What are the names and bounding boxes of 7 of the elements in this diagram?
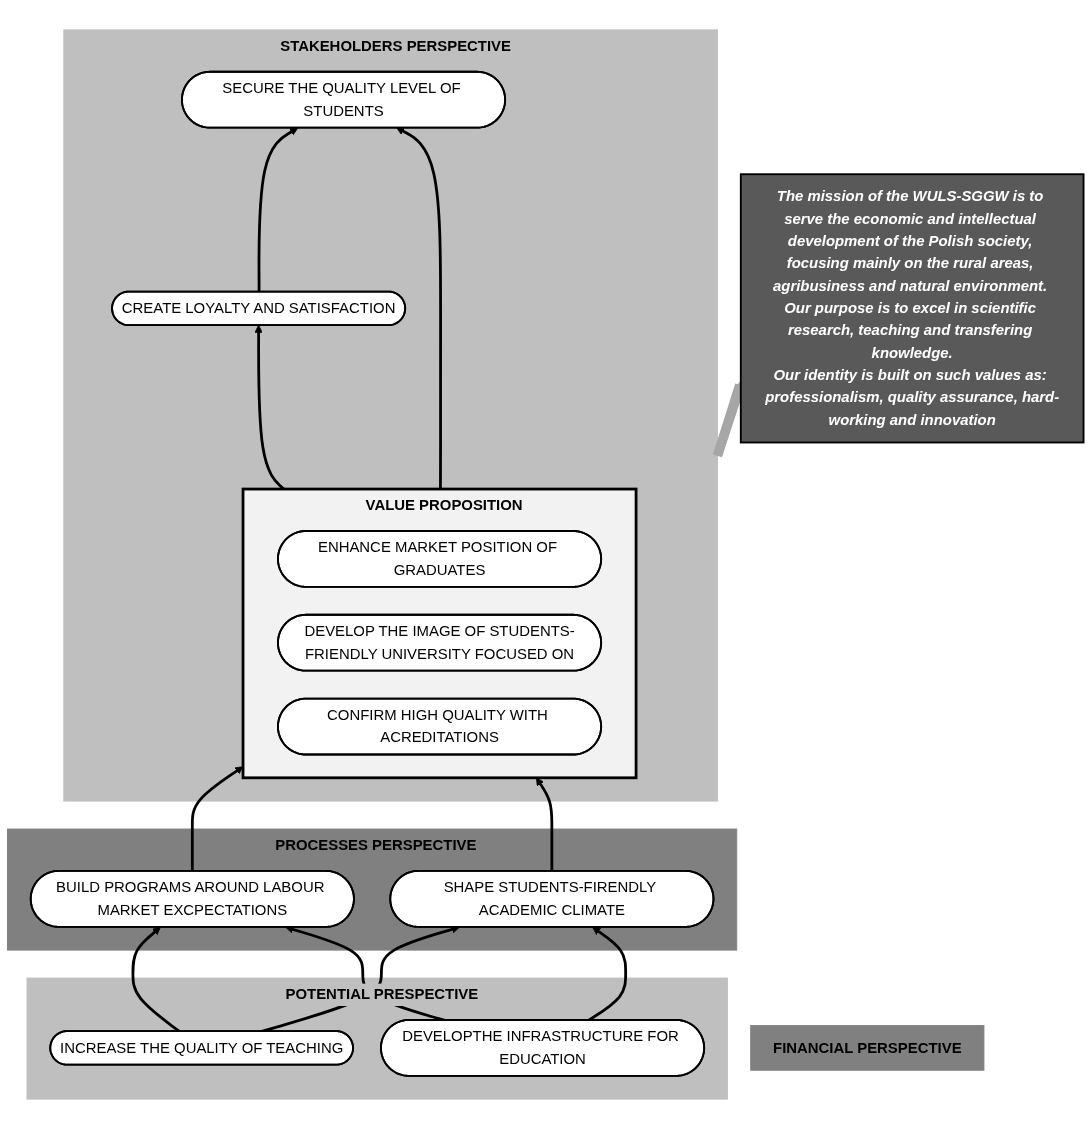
- node-box: The mission of the WULS-SGGW is to serve the economic and intellectual development of the Polish society, focusing mainly on the rural areas, agribusiness and natural environment. Our purpose is to excel in scientific research, teaching and transfering knowledge. Our identity is built on such values as: professionalism, quality assurance, hard-working and innovation: [739, 173, 1085, 444]
- arrow: [131, 926, 181, 1033]
- arrow: [257, 127, 299, 293]
- node-box: FINANCIAL PERSPECTIVE: [750, 1025, 985, 1071]
- arrow: [396, 127, 442, 490]
- arrow: [190, 766, 244, 871]
- arrow: [535, 777, 554, 871]
